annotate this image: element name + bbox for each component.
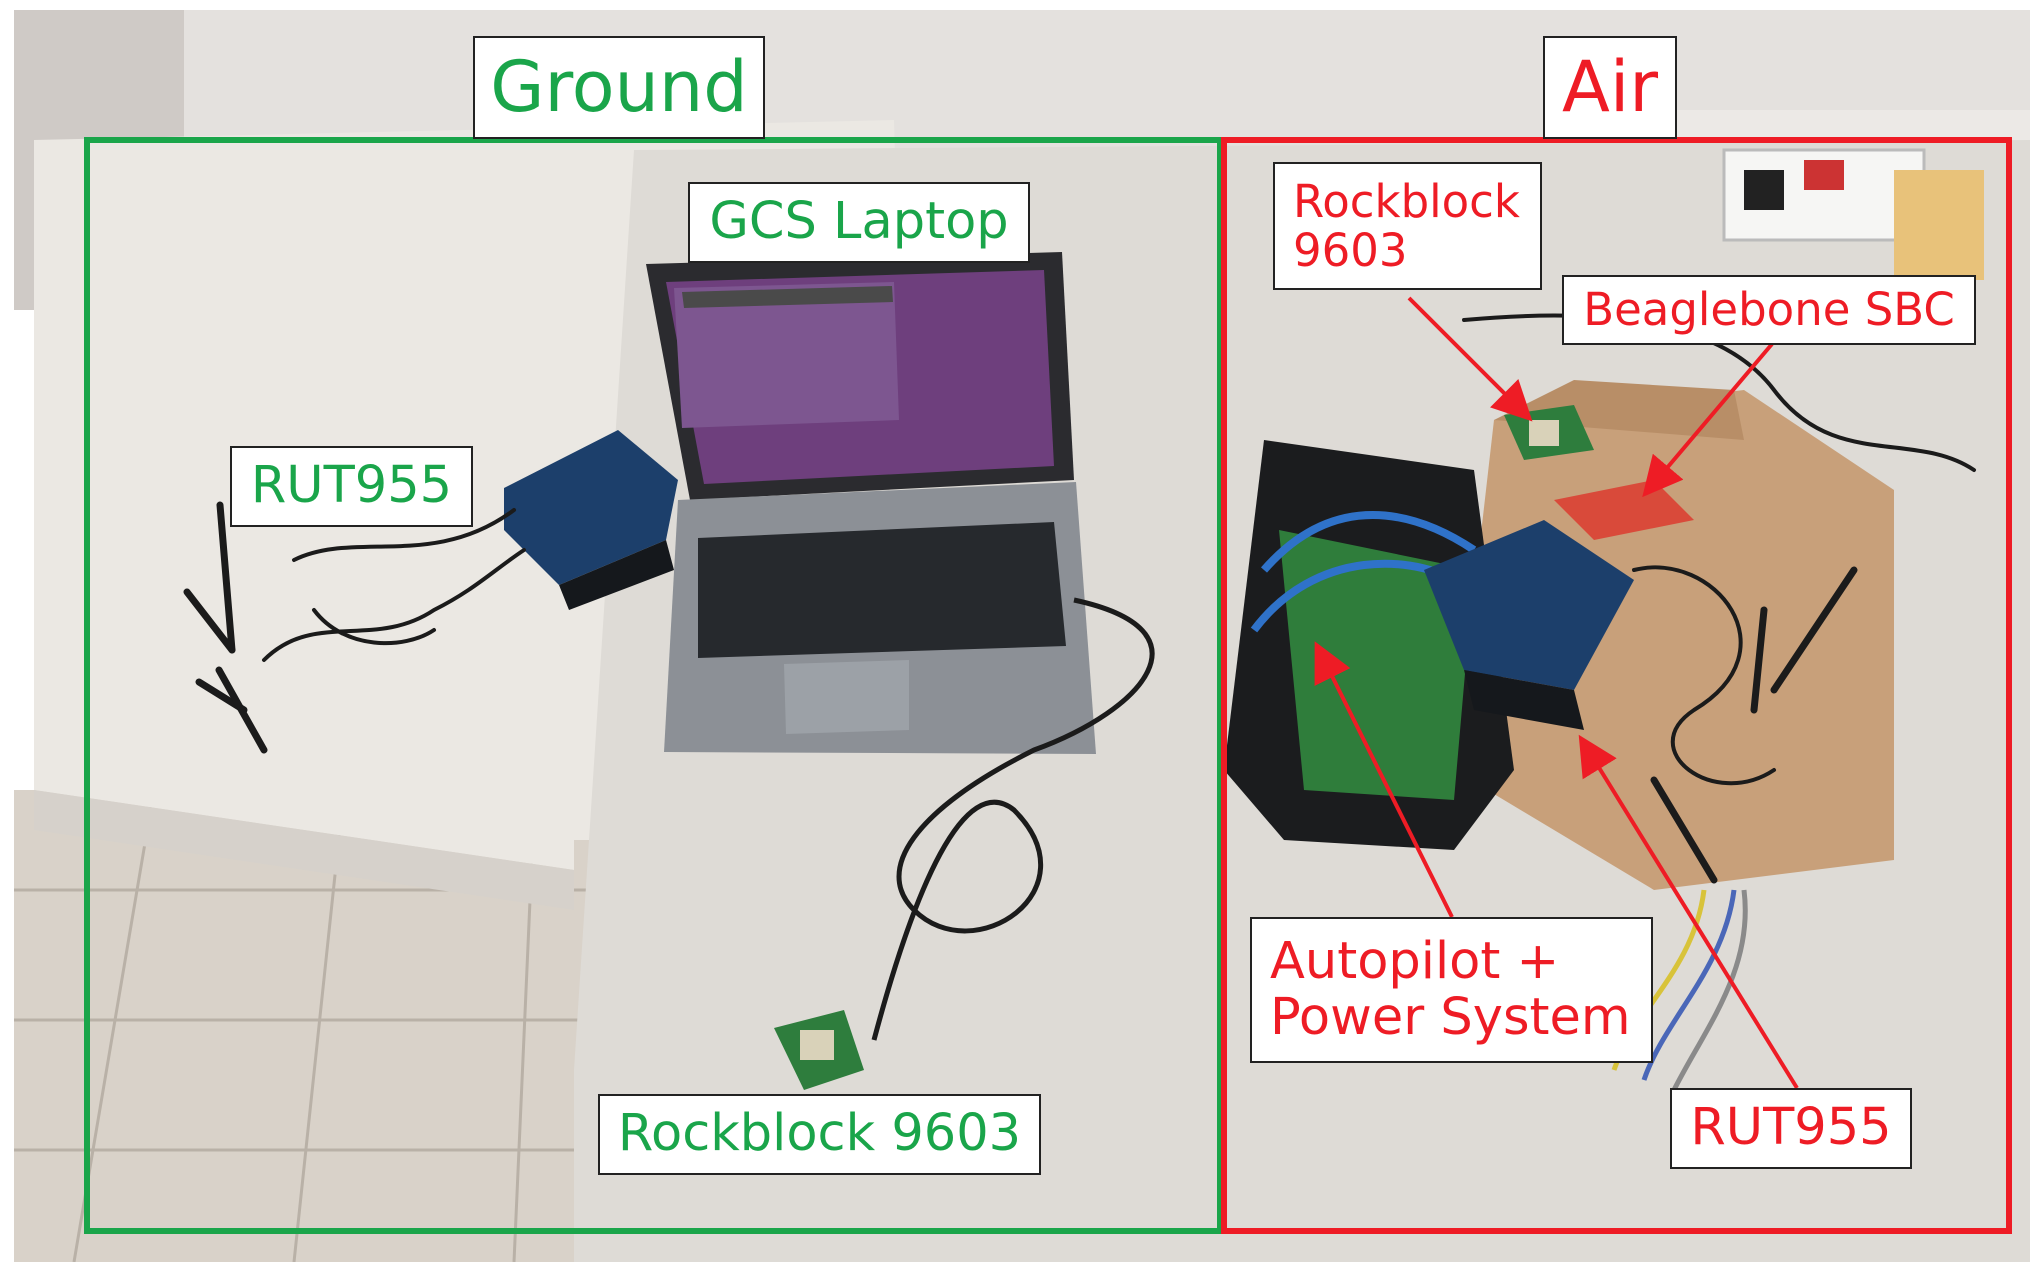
laptop [646, 252, 1096, 754]
ground-rut955-label-text: RUT955 [250, 456, 453, 516]
left-table-edge [34, 790, 574, 910]
ground-rockblock [774, 597, 1155, 1090]
air-antennas [1462, 313, 1976, 884]
ground-rockblock-label-text: Rockblock 9603 [617, 1104, 1022, 1164]
air-rut955-label: RUT955 [1670, 1088, 1912, 1169]
ground-antennas [183, 501, 526, 754]
arrow-rockblock [1407, 296, 1533, 422]
air-autopilot-label-line2: Power System [1270, 988, 1631, 1047]
gcs-laptop-label-text: GCS Laptop [709, 192, 1009, 252]
air-beaglebone-label: Beaglebone SBC [1562, 275, 1976, 345]
photo-scene [14, 10, 2030, 1262]
arrow-rut955 [1578, 734, 1799, 1090]
air-rut955-label-text: RUT955 [1690, 1098, 1892, 1158]
wall-socket [1722, 148, 1984, 280]
ground-rut955-label: RUT955 [230, 446, 473, 527]
ground-title-text: Ground [490, 46, 748, 128]
ground-rockblock-label: Rockblock 9603 [598, 1094, 1041, 1175]
air-rockblock-label-line1: Rockblock [1293, 174, 1520, 228]
arrow-beaglebone [1642, 342, 1774, 498]
air-rockblock-label-line2: 9603 [1293, 224, 1408, 277]
setup-photo [14, 10, 2030, 1262]
air-title: Air [1543, 36, 1677, 139]
air-rockblock-label: Rockblock 9603 [1273, 162, 1542, 290]
gcs-laptop-label: GCS Laptop [688, 182, 1030, 263]
ground-title: Ground [473, 36, 765, 139]
air-autopilot-label: Autopilot + Power System [1250, 917, 1653, 1063]
ground-router [504, 430, 678, 610]
air-title-text: Air [1561, 46, 1659, 128]
air-router [1424, 520, 1634, 730]
electronics-box [1224, 440, 1514, 850]
air-region-frame [1221, 137, 2012, 1234]
air-beaglebone-label-text: Beaglebone SBC [1583, 283, 1955, 337]
arrow-autopilot [1314, 641, 1454, 918]
air-autopilot-label-line1: Autopilot + [1270, 931, 1560, 991]
ground-region-frame [84, 137, 1223, 1234]
